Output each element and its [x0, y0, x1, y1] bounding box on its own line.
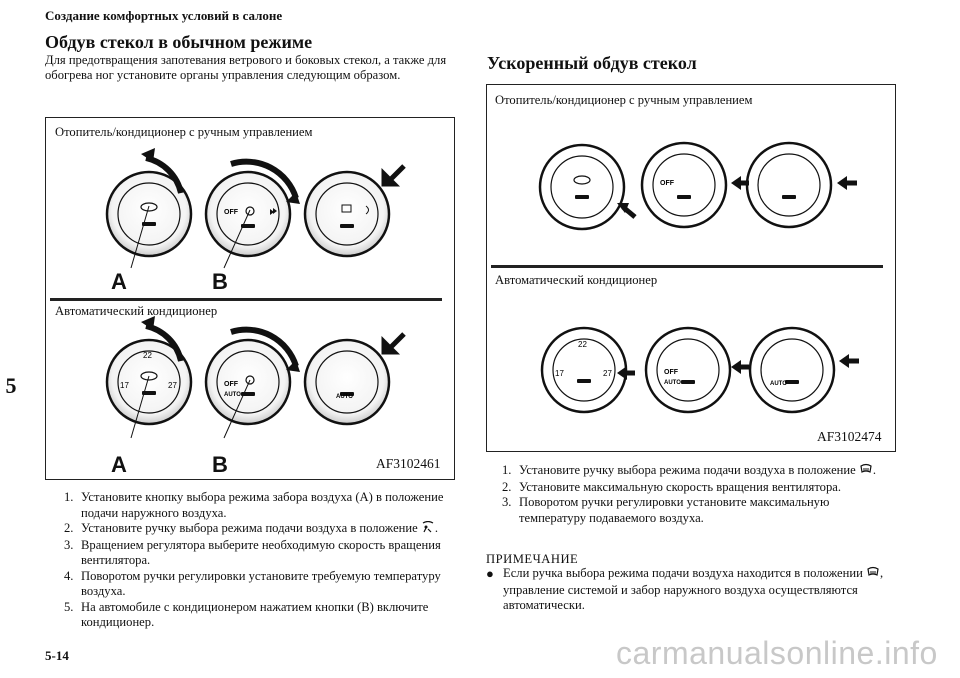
- svg-text:OFF: OFF: [664, 369, 679, 376]
- control-panel-illustration: OFF 17 22 27 OFF AUTO: [105, 148, 406, 439]
- dial-temperature-auto: 17 22 27: [105, 338, 193, 426]
- watermark: carmanualsonline.info: [616, 635, 938, 671]
- label-a: A: [111, 269, 127, 294]
- list-item: 4.Поворотом ручки регулировки установите…: [64, 568, 441, 599]
- figure-code: AF3102461: [376, 456, 441, 471]
- mode-windshield-icon: [866, 566, 880, 583]
- figure-code: AF3102474: [817, 429, 882, 444]
- right-title: Ускоренный обдув стекол: [487, 53, 697, 73]
- note-title: ПРИМЕЧАНИЕ: [486, 552, 579, 566]
- svg-text:17: 17: [555, 369, 564, 378]
- caption-manual: Отопитель/кондиционер с ручным управлени…: [495, 93, 753, 107]
- page-number: 5-14: [45, 648, 69, 663]
- svg-text:AUTO: AUTO: [770, 381, 787, 387]
- label-b-auto: B: [212, 452, 228, 477]
- svg-text:OFF: OFF: [660, 180, 675, 187]
- label-b: B: [212, 269, 228, 294]
- rotate-arrow-fan: [230, 158, 299, 199]
- figure-normal-demist: Отопитель/кондиционер с ручным управлени…: [45, 117, 455, 480]
- temp-mid: 22: [143, 351, 152, 360]
- svg-text:AUTO: AUTO: [664, 380, 681, 386]
- note-body: ● Если ручка выбора режима подачи воздух…: [486, 566, 884, 612]
- svg-text:AUTO: AUTO: [336, 394, 353, 400]
- push-arrow: [381, 164, 406, 187]
- figure-divider: [491, 265, 883, 268]
- dial-fan-manual: OFF: [640, 141, 728, 229]
- caption-auto: Автоматический кондиционер: [55, 304, 218, 318]
- list-item: 2.Установите ручку выбора режима подачи …: [64, 520, 464, 538]
- caption-manual: Отопитель/кондиционер с ручным управлени…: [55, 125, 313, 139]
- section-header: Создание комфортных условий в салоне: [45, 8, 283, 23]
- svg-text:OFF: OFF: [224, 381, 239, 388]
- figure-fast-demist: Отопитель/кондиционер с ручным управлени…: [486, 84, 896, 452]
- dial-auto-label: AUTO: [224, 392, 241, 398]
- temp-high: 27: [168, 381, 177, 390]
- dial-mode-auto: AUTO: [748, 326, 836, 414]
- temp-low: 17: [120, 381, 129, 390]
- dial-mode-auto: AUTO: [303, 338, 391, 426]
- label-a-auto: A: [111, 452, 127, 477]
- dial-off-label: OFF: [224, 209, 239, 216]
- svg-text:27: 27: [603, 369, 612, 378]
- list-item: 1.Установите кнопку выбора режима забора…: [64, 490, 444, 520]
- dial-temperature-manual: [105, 170, 193, 258]
- list-item: 1.Установите ручку выбора режима подачи …: [502, 463, 897, 480]
- figure-divider: [50, 298, 442, 301]
- dial-temperature-manual: [538, 143, 626, 231]
- svg-text:22: 22: [578, 340, 587, 349]
- mode-windshield-icon: [859, 463, 873, 480]
- control-panel-illustration: OFF 17 22 27 OFF AUTO AUTO: [538, 141, 859, 414]
- list-item: 5.На автомобиле с кондиционером нажатием…: [64, 599, 429, 630]
- left-intro: Для предотвращения запотевания ветрового…: [45, 53, 447, 82]
- left-title: Обдув стекол в обычном режиме: [45, 32, 313, 52]
- left-steps: 1.Установите кнопку выбора режима забора…: [64, 490, 464, 631]
- list-item: 3.Поворотом ручки регулировки установите…: [502, 495, 830, 525]
- bullet-icon: ●: [486, 566, 494, 581]
- list-item: 2.Установите максимальную скорость враще…: [502, 479, 842, 494]
- dial-fan-auto: OFF AUTO: [204, 338, 292, 426]
- right-steps: 1.Установите ручку выбора режима подачи …: [502, 463, 897, 526]
- mode-feet-windshield-icon: [421, 520, 435, 538]
- dial-temperature-auto: 17 22 27: [540, 326, 628, 414]
- caption-auto: Автоматический кондиционер: [495, 273, 658, 287]
- chapter-tab: 5: [5, 373, 17, 398]
- dial-mode-manual: [745, 141, 833, 229]
- dial-fan-auto: OFF AUTO: [644, 326, 732, 414]
- list-item: 3.Вращением регулятора выберите необходи…: [64, 537, 441, 568]
- dial-mode-manual: [303, 170, 391, 258]
